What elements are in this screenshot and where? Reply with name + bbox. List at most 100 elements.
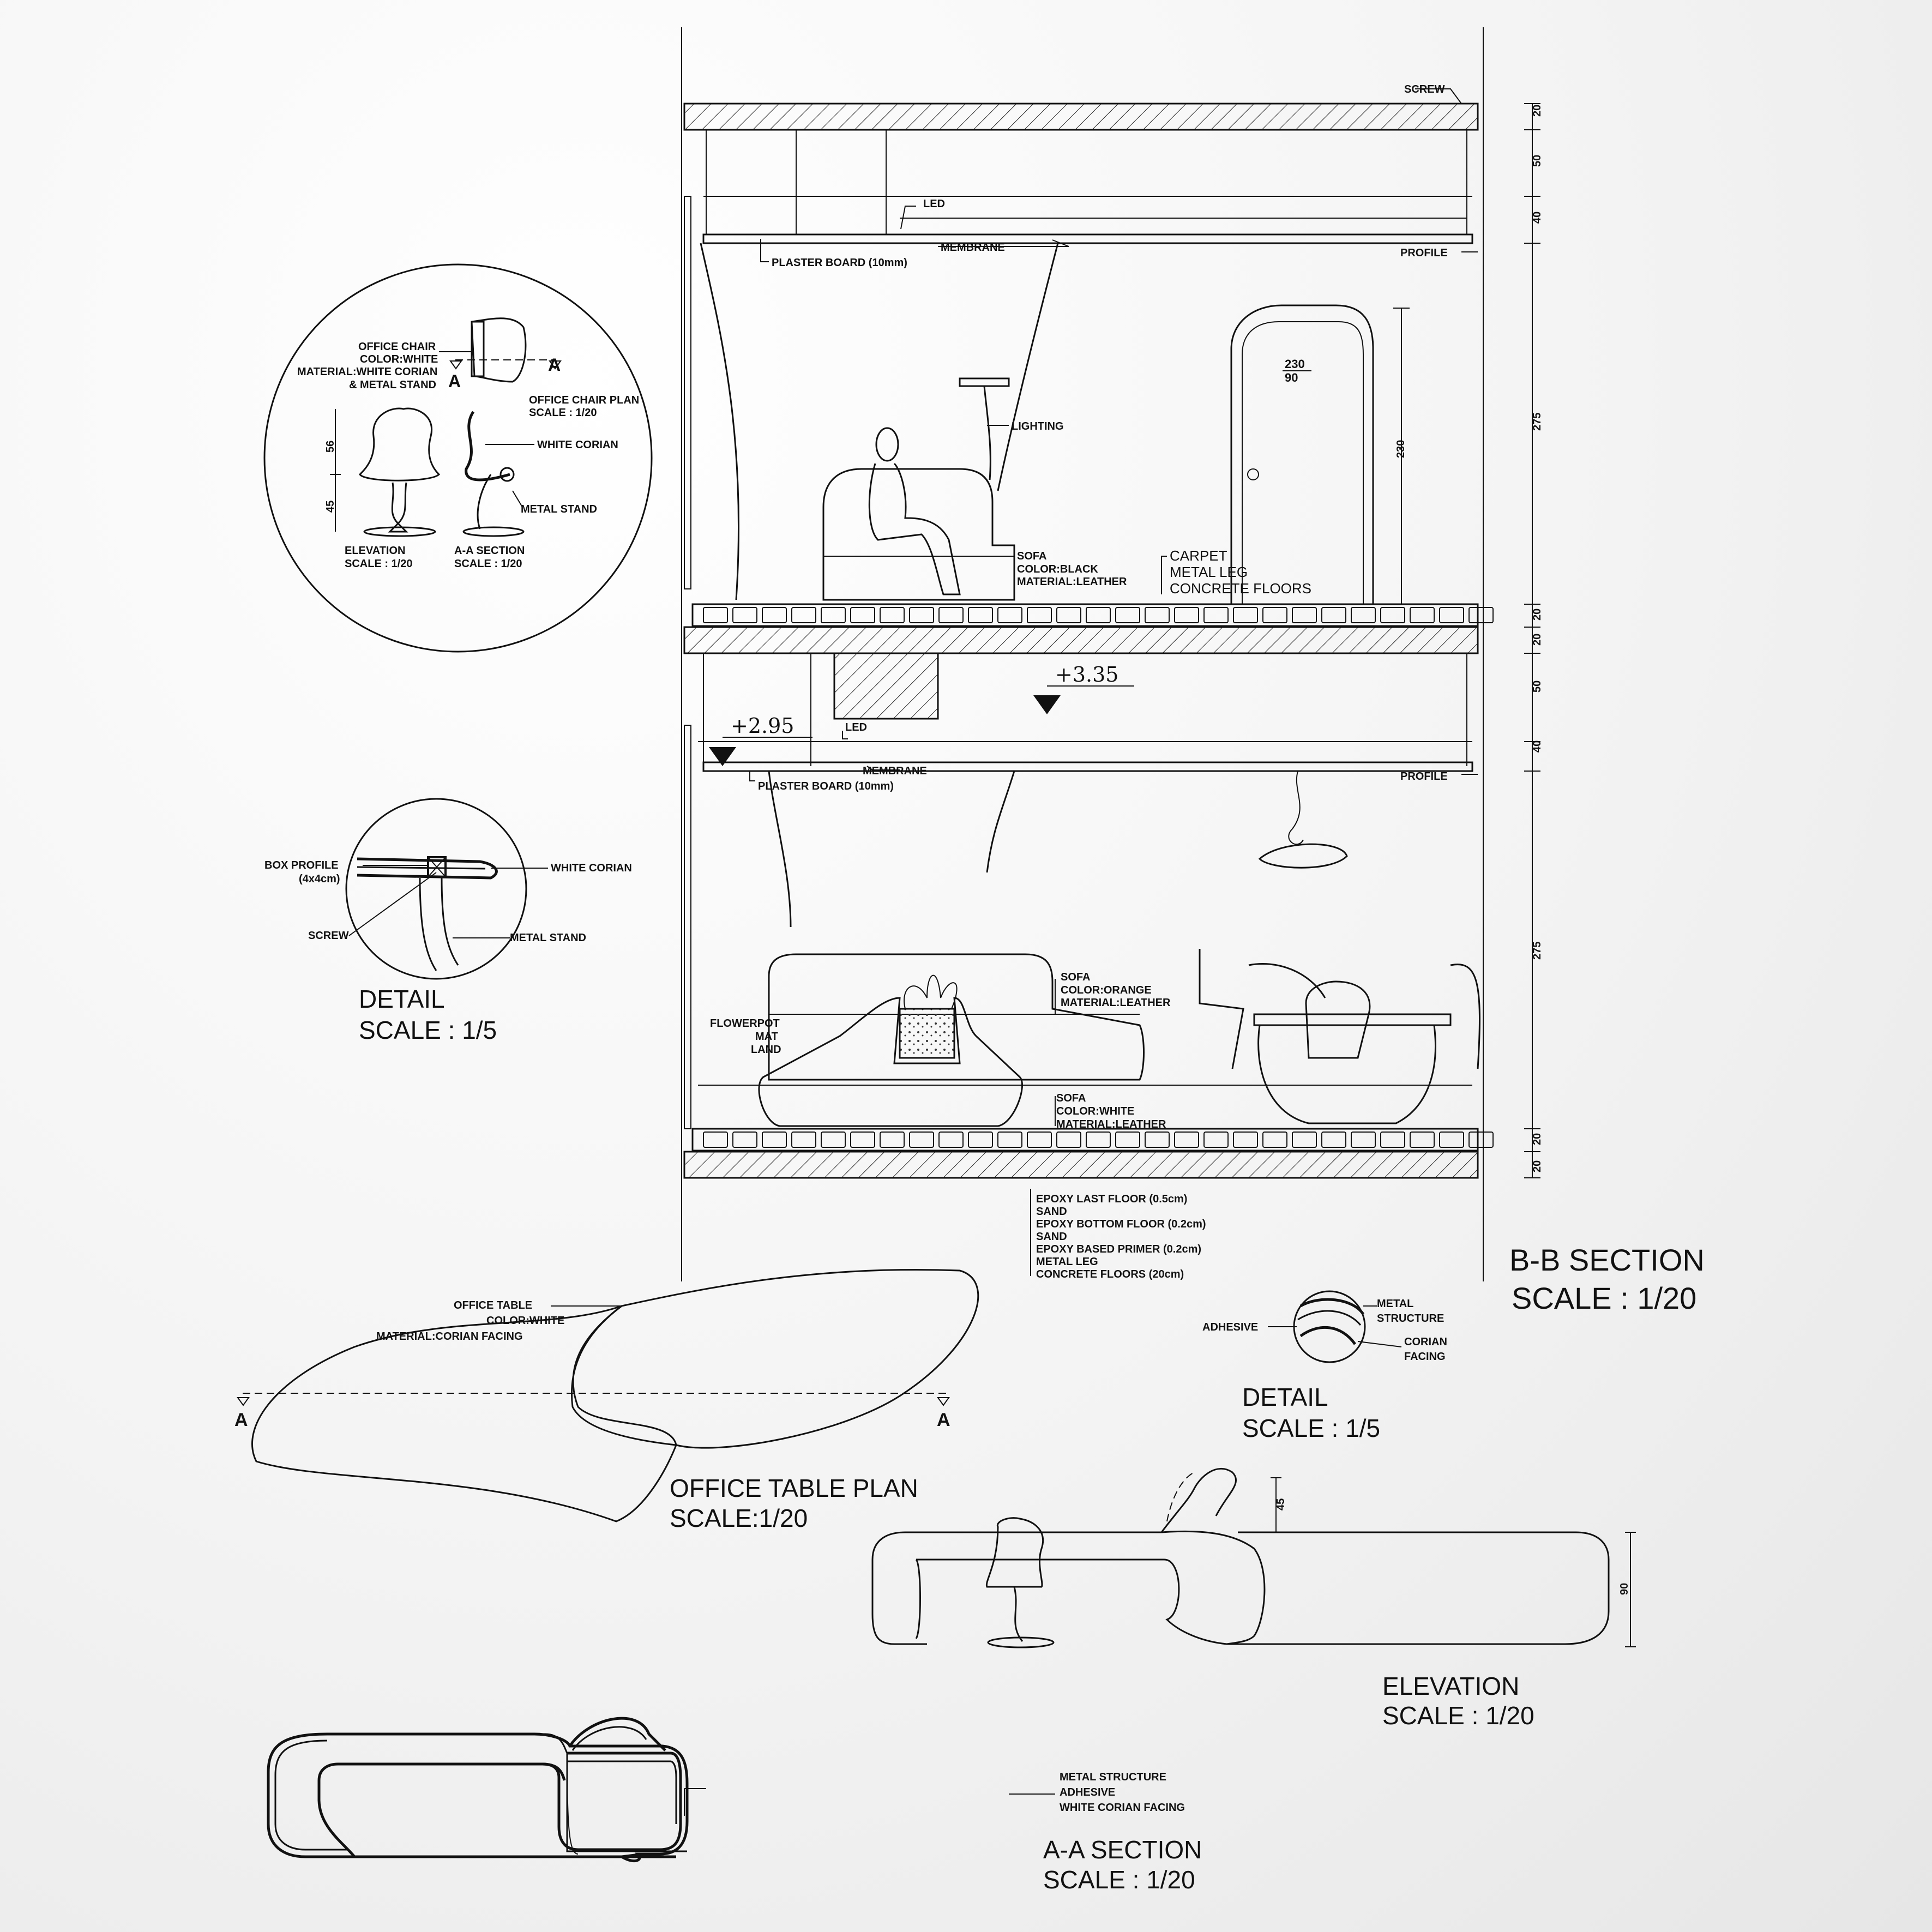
floor-tile (1262, 1131, 1287, 1148)
chair-metal-stand: METAL STAND (521, 503, 597, 515)
floor-tile (732, 607, 757, 623)
door-height-dim-v: 230 (1395, 440, 1407, 458)
table-marker-a-left: A (234, 1410, 248, 1430)
floor-tile (1321, 607, 1346, 623)
floor-tile (1351, 607, 1376, 623)
floor-tile (1203, 607, 1229, 623)
detail-white-corian: WHITE CORIAN (551, 862, 632, 874)
floor-tile (997, 607, 1022, 623)
detail-metal-2: STRUCTURE (1377, 1313, 1444, 1325)
label-sofa-orange-2: COLOR:ORANGE (1061, 984, 1152, 996)
detail-corian-2: FACING (1404, 1351, 1446, 1363)
floor-tile (1468, 1131, 1494, 1148)
label-membrane-lower: MEMBRANE (863, 765, 927, 777)
svg-text:EPOXY BOTTOM FLOOR (0.2cm): EPOXY BOTTOM FLOOR (0.2cm) (1036, 1218, 1206, 1230)
detail-adhesive-scale: SCALE : 1/5 (1242, 1414, 1380, 1442)
floor-tile (1174, 607, 1199, 623)
label-carpet: CARPET (1170, 547, 1227, 564)
detail-box-profile: BOX PROFILE (264, 859, 339, 871)
detail-metal-stand: METAL STAND (510, 932, 586, 944)
label-sofa-black-2: COLOR:BLACK (1017, 563, 1098, 575)
floor-tile (703, 1131, 728, 1148)
floor-tile (850, 607, 875, 623)
label-sofa-white-2: COLOR:WHITE (1056, 1105, 1134, 1117)
chair-aa-section (462, 411, 525, 537)
aa-label-corian: WHITE CORIAN FACING (1060, 1802, 1185, 1814)
floor-tile (1380, 607, 1405, 623)
dim-7: 50 (1531, 681, 1543, 693)
chair-label-2: COLOR:WHITE (360, 353, 438, 365)
dim-10: 20 (1531, 1133, 1543, 1145)
floor-tile (1439, 1131, 1464, 1148)
floor-tile (997, 1131, 1022, 1148)
detail-adhesive-label: ADHESIVE (1202, 1321, 1258, 1333)
floor-tile (909, 1131, 934, 1148)
chair-aa-scale: SCALE : 1/20 (454, 558, 522, 570)
floor-slab-lower (683, 1151, 1479, 1179)
dim-8: 40 (1531, 741, 1543, 753)
table-label-2: COLOR:WHITE (486, 1315, 564, 1327)
floor-tile (1056, 607, 1081, 623)
label-sofa-orange-1: SOFA (1061, 971, 1090, 983)
flowerpot (899, 974, 958, 1059)
floor-tile (703, 607, 728, 623)
bb-section-title: B-B SECTION (1509, 1243, 1705, 1277)
svg-text:EPOXY LAST FLOOR (0.5cm): EPOXY LAST FLOOR (0.5cm) (1036, 1193, 1187, 1205)
detail-screw: SCREW (308, 930, 349, 942)
floor-tile (1203, 1131, 1229, 1148)
door-width-dim: 230 (1285, 357, 1305, 371)
detail-box-profile-size: (4x4cm) (299, 873, 340, 885)
table-label-3: MATERIAL:CORIAN FACING (376, 1331, 523, 1343)
door-height-dim: 90 (1285, 371, 1298, 384)
floor-tile (1233, 607, 1258, 623)
detail-title: DETAIL (359, 985, 445, 1013)
detail-metal-1: METAL (1377, 1298, 1413, 1310)
curved-column-left (700, 243, 740, 600)
level-marker-high: +3.35 (1033, 663, 1134, 714)
svg-text:SAND: SAND (1036, 1206, 1067, 1218)
chair-label-1: OFFICE CHAIR (358, 341, 436, 353)
floor-tile (1410, 1131, 1435, 1148)
floor-tile (1086, 607, 1111, 623)
floor-tile (880, 1131, 905, 1148)
label-concrete: CONCRETE FLOORS (1170, 580, 1311, 597)
table-marker-a-right: A (937, 1410, 950, 1430)
chair-dim-45: 45 (324, 501, 336, 513)
table-aa-section: METAL STRUCTURE ADHESIVE WHITE CORIAN FA… (267, 1717, 1202, 1894)
floor-tile (1380, 1131, 1405, 1148)
elevation-scale: SCALE : 1/20 (1382, 1701, 1534, 1730)
marker-a-right: A (548, 355, 561, 375)
label-metal-leg: METAL LEG (1170, 564, 1248, 580)
chair-plan-title: OFFICE CHAIR PLAN (529, 394, 639, 406)
roof-slab (683, 103, 1479, 131)
label-plaster-upper: PLASTER BOARD (10mm) (772, 257, 907, 269)
floor-tile (762, 607, 787, 623)
floor-tile (1321, 1131, 1346, 1148)
office-table-plan: A A OFFICE TABLE COLOR:WHITE MATERIAL:CO… (234, 1268, 979, 1532)
floor-tile (938, 607, 964, 623)
chair-dim-56: 56 (324, 441, 336, 453)
detail-scale: SCALE : 1/5 (359, 1016, 497, 1044)
table-plan-title: OFFICE TABLE PLAN (670, 1474, 918, 1502)
aa-label-metal: METAL STRUCTURE (1060, 1771, 1166, 1783)
label-screw: SCREW (1404, 83, 1445, 95)
label-led-upper: LED (923, 198, 945, 210)
marker-a-left: A (448, 371, 461, 391)
floor-tile (1292, 607, 1317, 623)
beam (833, 652, 939, 720)
elev-dim-45: 45 (1275, 1498, 1287, 1510)
aa-title: A-A SECTION (1043, 1835, 1202, 1864)
detail-adhesive-title: DETAIL (1242, 1383, 1328, 1411)
sofa-black (822, 468, 1015, 601)
floor-tile (1233, 1131, 1258, 1148)
label-sofa-white-3: MATERIAL:LEATHER (1056, 1118, 1166, 1130)
chair-detail-circle: A A 56 45 OFFICE CHAIR COLOR:WHITE MATER… (263, 263, 653, 653)
label-mat: MAT (755, 1031, 778, 1043)
dim-4: 275 (1531, 413, 1543, 431)
elev-dim-90: 90 (1618, 1583, 1630, 1595)
svg-text:CONCRETE FLOORS (20cm): CONCRETE FLOORS (20cm) (1036, 1268, 1184, 1280)
detail-adhesive-circle: ADHESIVE METAL STRUCTURE CORIAN FACING D… (1202, 1290, 1447, 1442)
floor-tile (938, 1131, 964, 1148)
floor-tile (1027, 607, 1052, 623)
floor-slab-upper (683, 626, 1479, 654)
